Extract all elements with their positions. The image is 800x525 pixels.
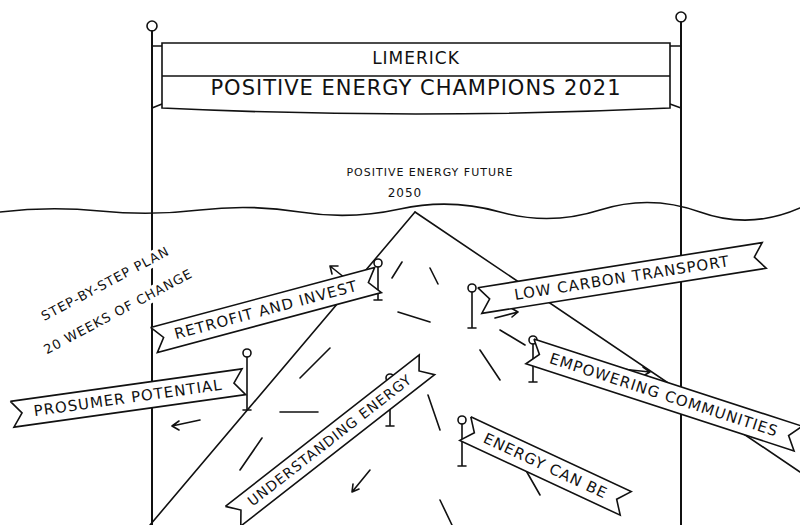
ribbon-banner: LOW CARBON TRANSPORT <box>477 241 768 314</box>
direction-arrow <box>352 470 370 492</box>
ribbon-banner: ENERGY CAN BE <box>458 415 632 516</box>
title-banner: LIMERICKPOSITIVE ENERGY CHAMPIONS 2021 <box>161 42 671 118</box>
banner-text: POSITIVE ENERGY CHAMPIONS 2021 <box>210 76 621 101</box>
figure <box>468 284 476 328</box>
pole-top <box>147 21 157 31</box>
ribbon-banner: PROSUMER POTENTIAL <box>9 368 247 429</box>
banner-text: UNDERSTANDING ENERGY <box>244 371 415 510</box>
year-label: 2050 <box>385 186 426 200</box>
banner-outline <box>478 243 767 314</box>
banner-outline <box>162 43 670 114</box>
road-edge <box>150 212 415 525</box>
banner-outline <box>225 354 434 525</box>
figure <box>243 349 251 410</box>
horizon-label: POSITIVE ENERGY FUTURE <box>343 166 516 179</box>
banner-text: ENERGY CAN BE <box>480 429 610 502</box>
banner-outline <box>526 339 800 451</box>
banner-outline <box>10 369 245 427</box>
pole <box>151 31 153 525</box>
ribbon-banner: EMPOWERING COMMUNITIES <box>525 338 800 452</box>
banner-text: EMPOWERING COMMUNITIES <box>547 349 780 440</box>
direction-arrow <box>172 420 200 430</box>
ribbon-banner: UNDERSTANDING ENERGY <box>224 353 436 525</box>
pole-top <box>676 12 686 22</box>
banner-text: LIMERICK <box>372 48 460 76</box>
banner-outline <box>459 417 630 515</box>
